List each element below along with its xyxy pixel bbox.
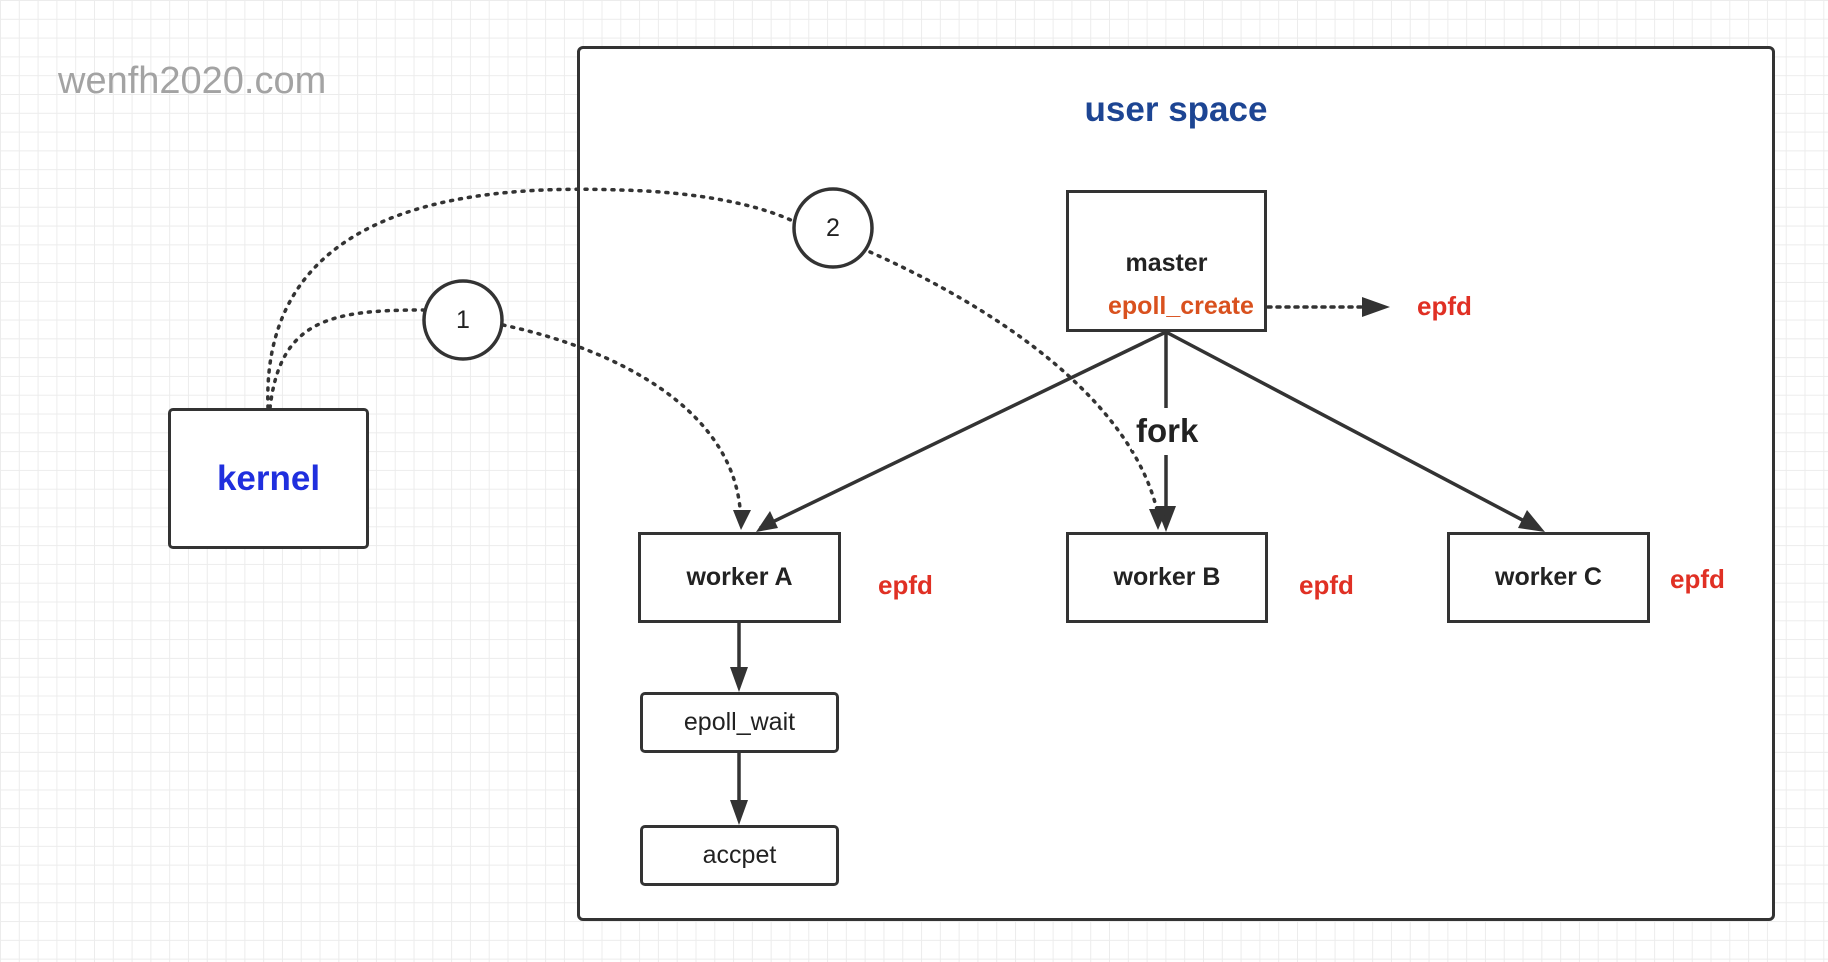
fork-label: fork (1132, 412, 1203, 450)
step2-to-worker-b-path (868, 250, 1159, 512)
worker-a-box: worker A (638, 532, 841, 623)
arrowhead-accpet (730, 800, 748, 825)
epoll-wait-label: epoll_wait (683, 708, 796, 736)
step-2-circle (792, 187, 874, 269)
worker-b-box: worker B (1066, 532, 1268, 623)
kernel-to-worker-b-path (266, 187, 797, 410)
kernel-label: kernel (216, 458, 321, 498)
arrowhead-worker-a (756, 511, 778, 532)
epoll-create-label: epoll_create (1108, 292, 1254, 320)
arrowhead-epoll-wait (730, 667, 748, 692)
worker-c-box: worker C (1447, 532, 1650, 623)
arrowhead-worker-c (1518, 510, 1545, 532)
accpet-label: accpet (702, 841, 777, 869)
worker-b-label: worker B (1113, 563, 1221, 591)
worker-c-epfd-label: epfd (1670, 564, 1725, 594)
step-2-label: 2 (826, 214, 840, 242)
arrowhead-step2-worker-b (1149, 509, 1167, 530)
arrowhead-step1-worker-a (733, 510, 751, 530)
worker-b-epfd-label: epfd (1299, 570, 1354, 600)
master-box: master (1066, 190, 1267, 332)
kernel-to-worker-a-path (268, 308, 425, 410)
worker-a-label: worker A (686, 563, 793, 591)
master-epfd-label: epfd (1417, 291, 1472, 321)
step1-to-worker-a-path (501, 323, 742, 510)
worker-a-epfd-label: epfd (878, 570, 933, 600)
watermark: wenfh2020.com (58, 60, 327, 102)
arrowhead-epfd (1362, 297, 1390, 317)
step-1-label: 1 (456, 306, 470, 334)
step-1-circle (422, 279, 504, 361)
worker-c-label: worker C (1495, 563, 1602, 591)
fork-arrow-c (1165, 330, 1531, 526)
epoll-wait-box: epoll_wait (640, 692, 839, 753)
master-label: master (1125, 249, 1208, 277)
fork-arrow-a (759, 330, 1167, 530)
accpet-box: accpet (640, 825, 839, 886)
user-space-title: user space (1084, 90, 1268, 129)
